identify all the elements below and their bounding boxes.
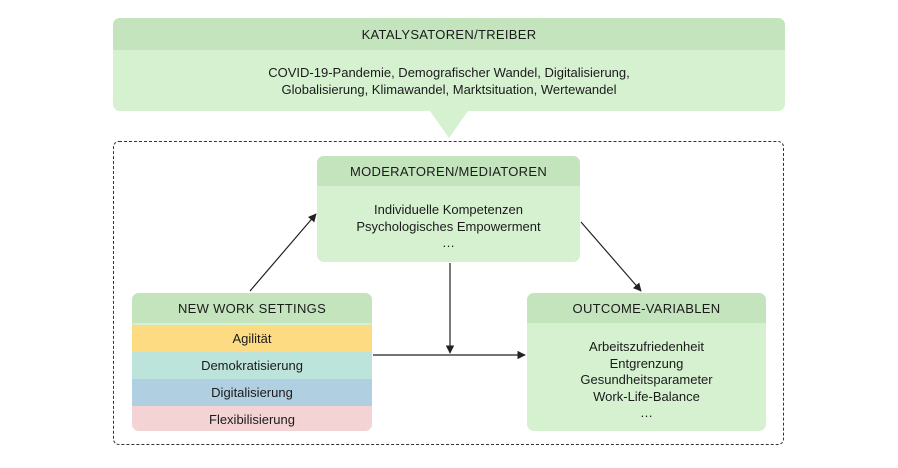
drivers-box: KATALYSATOREN/TREIBER COVID-19-Pandemie,…: [113, 18, 785, 111]
new-work-item-democratization: Demokratisierung: [132, 352, 372, 379]
new-work-title: NEW WORK SETTINGS: [132, 293, 372, 323]
outcomes-line: Entgrenzung: [609, 355, 684, 371]
new-work-item-digitalization: Digitalisierung: [132, 379, 372, 406]
arrow-moderators-to-outcomes: [580, 221, 642, 292]
outcomes-line: …: [640, 405, 653, 420]
moderators-line: Individuelle Kompetenzen: [374, 202, 523, 217]
outcomes-line: Gesundheitsparameter: [580, 372, 713, 387]
moderators-line: Psychologisches Empowerment: [356, 218, 541, 234]
outcomes-list: Arbeitszufriedenheit Entgrenzung Gesundh…: [527, 323, 766, 422]
system-frame: [113, 141, 784, 445]
drivers-list: COVID-19-Pandemie, Demografischer Wandel…: [113, 50, 785, 98]
drivers-title: KATALYSATOREN/TREIBER: [113, 18, 785, 50]
moderators-line: …: [442, 235, 455, 250]
outcomes-line: Arbeitszufriedenheit: [589, 339, 704, 354]
moderators-box: MODERATOREN/MEDIATOREN Individuelle Komp…: [317, 156, 580, 262]
outcomes-line: Work-Life-Balance: [593, 388, 700, 404]
drivers-line: Globalisierung, Klimawandel, Marktsituat…: [281, 81, 617, 97]
arrow-newwork-to-moderators: [249, 213, 317, 292]
moderators-list: Individuelle Kompetenzen Psychologisches…: [317, 186, 580, 252]
new-work-settings-box: NEW WORK SETTINGS Agilität Demokratisier…: [132, 293, 372, 431]
new-work-item-agility: Agilität: [132, 325, 372, 352]
moderators-title: MODERATOREN/MEDIATOREN: [317, 156, 580, 186]
outcomes-box: OUTCOME-VARIABLEN Arbeitszufriedenheit E…: [527, 293, 766, 431]
outcomes-title: OUTCOME-VARIABLEN: [527, 293, 766, 323]
new-work-item-flexibilization: Flexibilisierung: [132, 406, 372, 431]
drivers-pointer: [430, 111, 468, 138]
drivers-line: COVID-19-Pandemie, Demografischer Wandel…: [268, 65, 630, 80]
